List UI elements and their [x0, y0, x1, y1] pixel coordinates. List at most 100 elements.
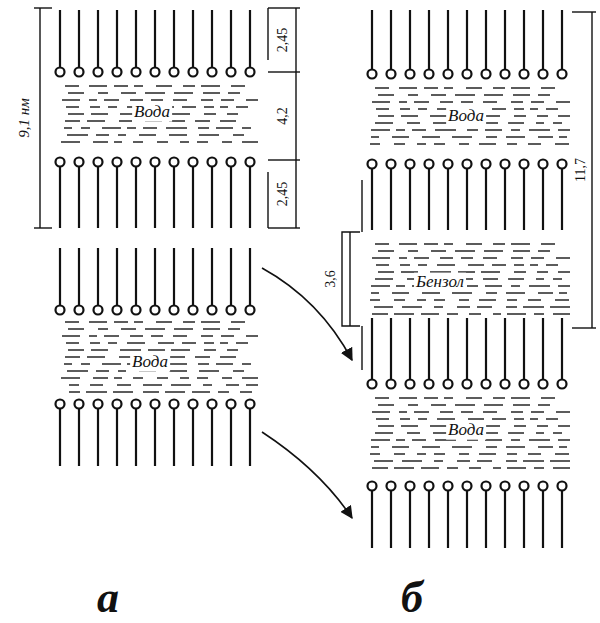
lipid-tail [249, 409, 251, 466]
lipid-head [520, 160, 529, 169]
solvent-dash [459, 299, 469, 301]
solvent-dash [556, 411, 570, 413]
solvent-dash [469, 467, 481, 469]
solvent-dash [492, 264, 506, 266]
solvent-dash [98, 328, 108, 330]
transition-arrows [262, 268, 352, 518]
solvent-dash [514, 418, 524, 420]
solvent-dash [91, 349, 108, 351]
solvent-dash [143, 384, 162, 386]
solvent-dash [375, 243, 389, 245]
solvent-dash [408, 404, 418, 406]
solvent-dash [114, 321, 128, 323]
solvent-dash [422, 292, 440, 294]
solvent-dash [220, 356, 236, 358]
solvent-dash [483, 411, 497, 413]
lipid-head [208, 68, 217, 77]
lipid-tail [78, 10, 80, 67]
solvent-dash [447, 313, 458, 315]
solvent-dash [145, 328, 165, 330]
lipid-head [170, 306, 179, 315]
lipid-head [189, 158, 198, 167]
lipid-tail [523, 169, 525, 230]
solvent-dash [65, 321, 79, 323]
lipid-tail [485, 491, 487, 548]
solvent-dash [114, 377, 122, 379]
solvent-dash [431, 250, 446, 252]
lipid-head [113, 400, 122, 409]
lipid-tail [211, 167, 213, 228]
solvent-dash [537, 425, 548, 427]
solvent-dash [375, 432, 393, 434]
solvent-dash [222, 141, 232, 143]
solvent-dash [558, 439, 570, 441]
lipid-tail [192, 10, 194, 67]
solvent-dash [481, 271, 500, 273]
solvent-dash [399, 101, 407, 103]
lipid-head [151, 158, 160, 167]
solvent-dash [203, 384, 212, 386]
solvent-dash [479, 453, 496, 455]
solvent-dash [134, 85, 143, 87]
lipid-tail [561, 10, 563, 69]
lipid-head [463, 160, 472, 169]
lipid-head [558, 70, 567, 79]
lipid-head [406, 160, 415, 169]
lipid-head [227, 400, 236, 409]
solvent-dash [198, 127, 209, 129]
lipid-tail [59, 167, 61, 228]
lipid-tail [230, 10, 232, 67]
solvent-dash [87, 120, 105, 122]
solvent-dash [370, 453, 380, 455]
solvent-dash [151, 335, 163, 337]
lipid-tail [154, 248, 156, 305]
lipid-tail [466, 318, 468, 379]
solvent-dash [440, 101, 453, 103]
solvent-dash [81, 127, 90, 129]
solvent-dash [408, 94, 418, 96]
solvent-dash [171, 349, 190, 351]
lipid-tail [192, 248, 194, 305]
solvent-dash [556, 101, 570, 103]
lipid-tail [409, 318, 411, 379]
solvent-dash [538, 136, 553, 138]
lipid-head [444, 160, 453, 169]
solvent-dash [180, 141, 189, 143]
lipid-head [444, 380, 453, 389]
solvent-dash [531, 101, 544, 103]
lipid-tail [447, 318, 449, 379]
lipid-tail [249, 167, 251, 228]
lipid-tail [542, 491, 544, 548]
lipid-head [94, 306, 103, 315]
lipid-tail [561, 169, 563, 230]
lipid-tail [447, 491, 449, 548]
solvent-dash [204, 349, 216, 351]
solvent-dash [553, 278, 562, 280]
lipid-head [463, 482, 472, 491]
solvent-dash [197, 377, 208, 379]
lipid-tail [428, 318, 430, 379]
lipid-head [56, 68, 65, 77]
lipid-head [113, 158, 122, 167]
lipid-head [113, 68, 122, 77]
solvent-dash [62, 99, 80, 101]
lipid-head [208, 306, 217, 315]
solvent-dash [559, 446, 567, 448]
solvent-dash [158, 342, 174, 344]
solvent-dash [201, 335, 213, 337]
lipid-head [208, 400, 217, 409]
solvent-dash [483, 257, 497, 259]
solvent-dash [90, 342, 100, 344]
lipid-head [75, 158, 84, 167]
solvent-dash [511, 87, 530, 89]
solvent-dash [514, 264, 524, 266]
solvent-dash [457, 306, 470, 308]
lipid-tail [211, 10, 213, 67]
solvent-dash [511, 257, 523, 259]
solvent-dash [407, 122, 420, 124]
solvent-dash [375, 87, 389, 89]
lipid-head [227, 306, 236, 315]
solvent-dash [538, 94, 550, 96]
solvent-dash [195, 356, 210, 358]
lipid-head [246, 158, 255, 167]
